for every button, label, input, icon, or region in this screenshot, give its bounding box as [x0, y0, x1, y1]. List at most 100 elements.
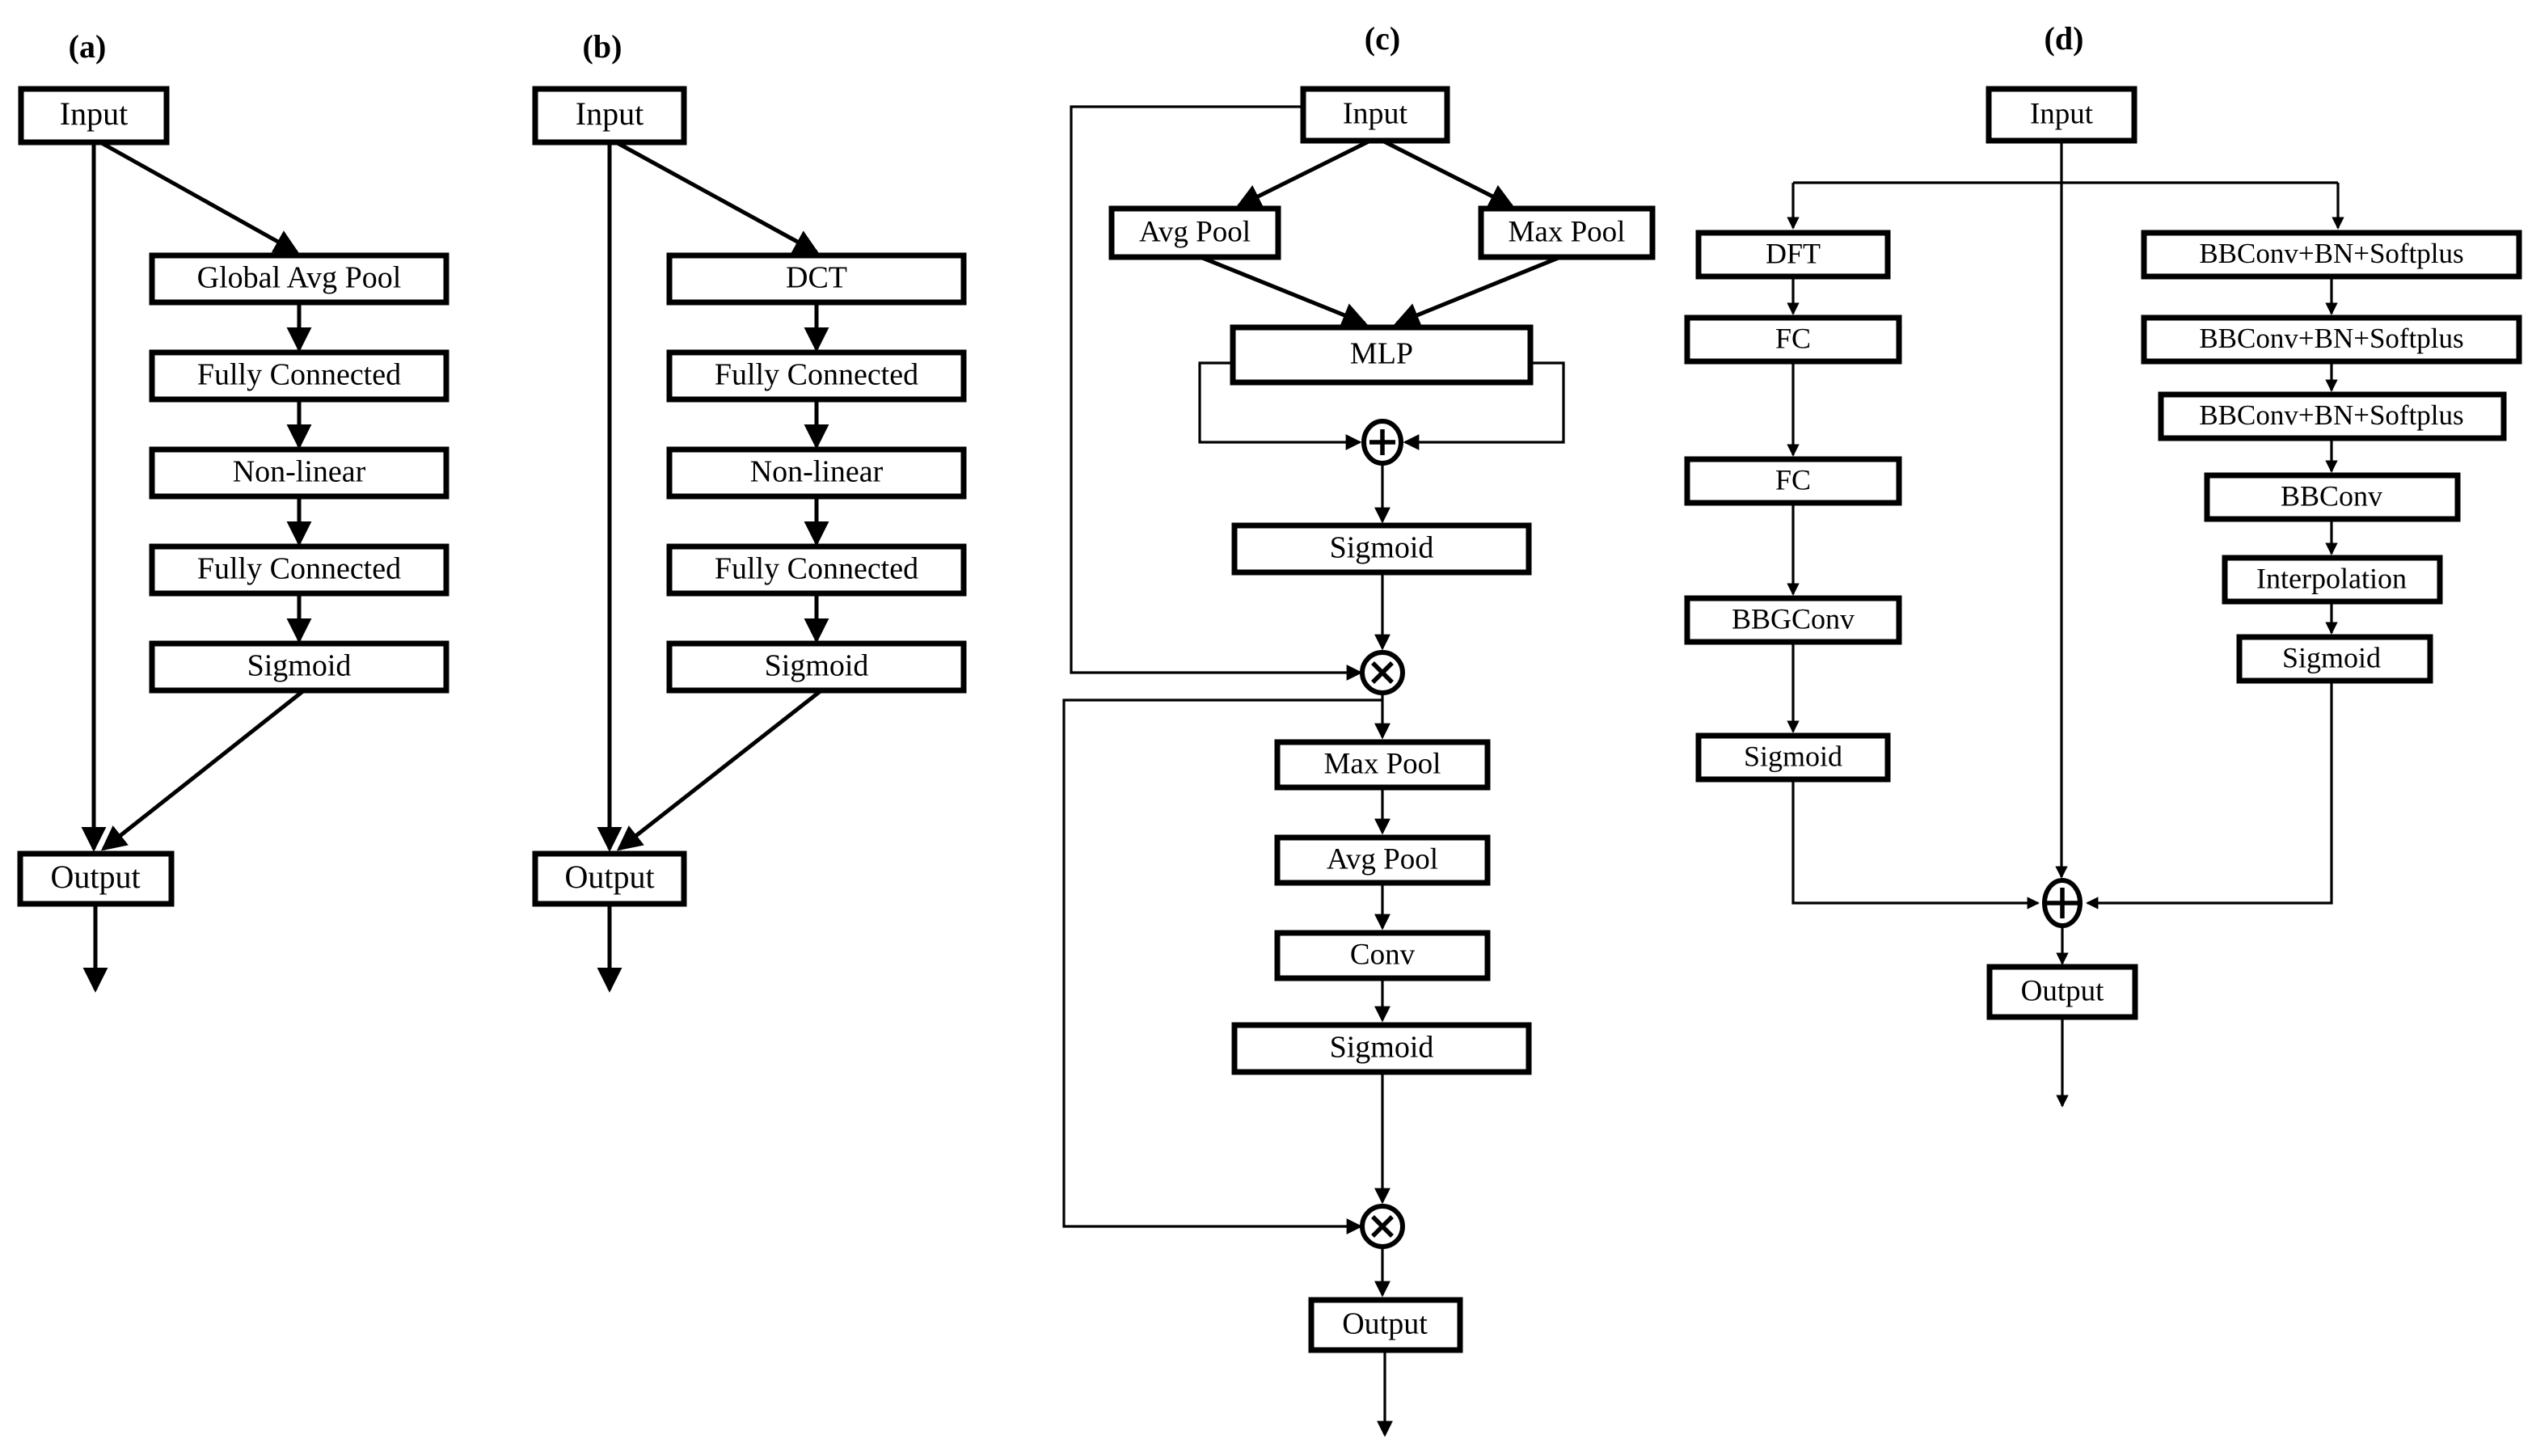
panel-b-label: (b): [583, 28, 622, 65]
panel-a: (a) Input Global Avg Pool Fully Connecte…: [17, 28, 449, 993]
panel-a-node-non-linear[interactable]: Non-linear: [149, 446, 449, 500]
panel-b-edge-sigmoid-to-output: [616, 689, 823, 851]
panel-b-fc1-label: Fully Connected: [715, 358, 918, 392]
panel-b-fc2-label: Fully Connected: [715, 552, 918, 586]
panel-c-skip-edge-2: [1062, 698, 1382, 1234]
panel-c-edge-mlp-left-to-add: [1198, 361, 1362, 450]
panel-d-node-fc-2[interactable]: FC: [1684, 456, 1902, 506]
panel-b-node-sigmoid[interactable]: Sigmoid: [666, 640, 967, 694]
panel-a-node-input[interactable]: Input: [18, 86, 170, 146]
panel-c-conv-label: Conv: [1350, 938, 1416, 971]
panel-a-fc1-label: Fully Connected: [197, 358, 401, 392]
panel-d-node-bbgconv[interactable]: BBGConv: [1684, 595, 1902, 645]
panel-a-edge-sigmoid-to-output: [100, 689, 306, 851]
panel-a-label: (a): [69, 28, 107, 65]
panel-d-sigmoid-right-label: Sigmoid: [2282, 641, 2381, 673]
panel-c-node-avg-pool-top[interactable]: Avg Pool: [1108, 205, 1281, 260]
panel-c-add-operator[interactable]: +: [1361, 419, 1403, 466]
panel-b-node-output[interactable]: Output: [532, 850, 687, 907]
panel-d-bbconv2-label: BBConv+BN+Softplus: [2199, 323, 2463, 354]
panel-c-node-output[interactable]: Output: [1308, 1297, 1463, 1353]
panel-d-fc1-label: FC: [1775, 322, 1811, 354]
panel-c-node-mlp[interactable]: MLP: [1230, 324, 1534, 386]
panel-c-avgpool-bottom-label: Avg Pool: [1327, 842, 1438, 876]
panel-d-node-input[interactable]: Input: [1986, 86, 2137, 144]
panel-c-input-label: Input: [1343, 97, 1408, 131]
panel-d-node-output[interactable]: Output: [1986, 964, 2138, 1020]
panel-c-maxpool-bottom-label: Max Pool: [1324, 747, 1441, 780]
panel-c-node-conv[interactable]: Conv: [1274, 930, 1491, 981]
panel-d-input-label: Input: [2030, 97, 2094, 130]
panel-a-node-sigmoid[interactable]: Sigmoid: [149, 640, 449, 694]
panel-b-node-fully-connected-2[interactable]: Fully Connected: [666, 543, 967, 597]
panel-b-edge-input-to-dct: [614, 140, 820, 255]
panel-c-node-input[interactable]: Input: [1300, 86, 1450, 144]
panel-c: (c) Input Avg Pool Max Pool: [1062, 20, 1656, 1437]
panel-c-edge-avgpool-to-mlp: [1200, 255, 1368, 327]
panel-c-multiply-operator-2[interactable]: ×: [1360, 1204, 1405, 1249]
panel-a-node-fully-connected-1[interactable]: Fully Connected: [149, 349, 449, 403]
panel-a-edge-input-to-gap: [99, 140, 300, 255]
panel-c-edge-mlp-right-to-add: [1403, 361, 1565, 450]
panel-c-output-label: Output: [1342, 1307, 1428, 1341]
panel-c-edge-input-to-maxpool: [1381, 138, 1515, 209]
panel-c-edge-maxpool-to-mlp: [1394, 255, 1561, 327]
panel-d-node-sigmoid-right[interactable]: Sigmoid: [2236, 634, 2433, 684]
panel-c-node-sigmoid-bottom[interactable]: Sigmoid: [1231, 1022, 1532, 1075]
panel-c-label: (c): [1365, 20, 1400, 57]
panel-d-node-interpolation[interactable]: Interpolation: [2222, 555, 2443, 605]
panel-d: (d) Input DFT FC: [1684, 20, 2522, 1108]
panel-c-sigmoid-top-label: Sigmoid: [1330, 531, 1434, 565]
panel-d-add-operator[interactable]: +: [2042, 878, 2083, 928]
panel-d-node-bbconv[interactable]: BBConv: [2204, 472, 2461, 522]
panel-d-fc2-label: FC: [1775, 463, 1811, 496]
panel-d-node-sigmoid-left[interactable]: Sigmoid: [1695, 732, 1891, 783]
panel-b: (b) Input DCT Fully Connected Non-linear: [532, 28, 967, 993]
panel-b-nonlinear-label: Non-linear: [750, 455, 884, 489]
panel-a-input-label: Input: [60, 95, 128, 132]
panel-c-maxpool-top-label: Max Pool: [1509, 215, 1626, 248]
panel-d-edge-right-to-add: [2086, 681, 2333, 909]
panel-c-multiply-operator-1[interactable]: ×: [1360, 650, 1405, 695]
panel-c-node-max-pool-bottom[interactable]: Max Pool: [1274, 739, 1491, 791]
panel-a-node-output[interactable]: Output: [17, 850, 175, 907]
panel-b-input-label: Input: [576, 95, 644, 132]
panel-a-nonlinear-label: Non-linear: [233, 455, 366, 489]
panel-c-node-max-pool-top[interactable]: Max Pool: [1478, 205, 1656, 260]
panel-c-edge-input-to-avgpool: [1235, 138, 1372, 209]
panel-d-interpolation-label: Interpolation: [2256, 562, 2407, 594]
panel-b-output-label: Output: [564, 859, 654, 895]
panel-c-avgpool-top-label: Avg Pool: [1139, 215, 1251, 248]
panel-d-node-bbconv-bn-softplus-1[interactable]: BBConv+BN+Softplus: [2141, 230, 2522, 280]
panel-a-sigmoid-label: Sigmoid: [247, 649, 352, 683]
panel-a-fc2-label: Fully Connected: [197, 552, 401, 586]
panel-d-node-bbconv-bn-softplus-2[interactable]: BBConv+BN+Softplus: [2141, 314, 2522, 365]
panel-d-output-label: Output: [2021, 974, 2105, 1007]
panel-d-bbconv3-label: BBConv+BN+Softplus: [2199, 399, 2463, 431]
panel-d-sigmoid-left-label: Sigmoid: [1744, 740, 1842, 772]
panel-d-node-dft[interactable]: DFT: [1695, 230, 1891, 280]
panel-c-skip-edge-1: [1070, 105, 1363, 681]
panel-a-node-global-avg-pool[interactable]: Global Avg Pool: [149, 252, 449, 306]
panel-b-node-dct[interactable]: DCT: [666, 252, 967, 306]
panel-c-sigmoid-bottom-label: Sigmoid: [1330, 1031, 1434, 1065]
panel-b-node-non-linear[interactable]: Non-linear: [666, 446, 967, 500]
panel-d-node-fc-1[interactable]: FC: [1684, 314, 1902, 365]
panel-c-node-sigmoid-top[interactable]: Sigmoid: [1231, 522, 1532, 576]
panel-d-bbconv1-label: BBConv+BN+Softplus: [2199, 238, 2463, 269]
panel-b-sigmoid-label: Sigmoid: [765, 649, 869, 683]
panel-a-gap-label: Global Avg Pool: [197, 261, 402, 295]
panel-d-node-bbconv-bn-softplus-3[interactable]: BBConv+BN+Softplus: [2158, 391, 2507, 441]
panel-b-node-input[interactable]: Input: [532, 86, 687, 146]
panel-c-node-avg-pool-bottom[interactable]: Avg Pool: [1274, 834, 1491, 886]
panel-d-bbgconv-label: BBGConv: [1732, 602, 1855, 635]
panel-b-dct-label: DCT: [786, 261, 847, 295]
panel-d-label: (d): [2045, 20, 2084, 57]
panel-b-node-fully-connected-1[interactable]: Fully Connected: [666, 349, 967, 403]
panel-d-edge-left-to-add: [1791, 779, 2040, 909]
panel-d-bbconv-label: BBConv: [2281, 479, 2382, 512]
panel-a-node-fully-connected-2[interactable]: Fully Connected: [149, 543, 449, 597]
panel-d-dft-label: DFT: [1766, 237, 1821, 269]
